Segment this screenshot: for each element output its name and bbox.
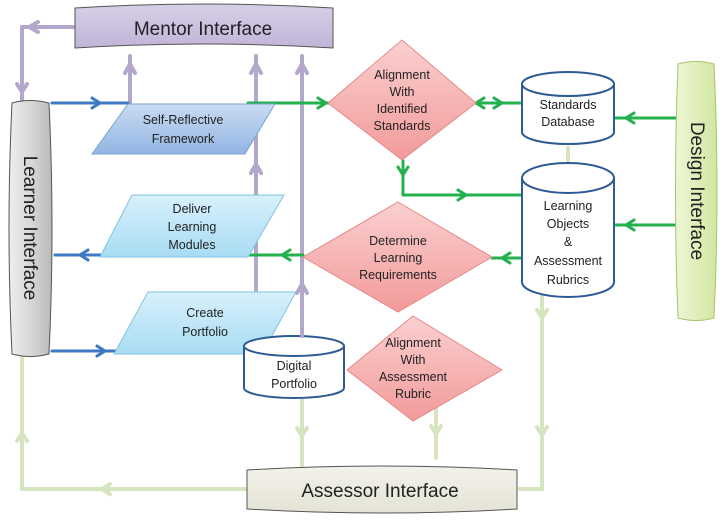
mentor-interface-label: Mentor Interface	[134, 19, 272, 40]
decision-shape	[346, 315, 503, 422]
arrow-down-icon	[396, 165, 410, 177]
database-digital-portfolio[interactable]: Digital Portfolio	[243, 335, 345, 399]
process-self-reflective-framework[interactable]: Self-Reflective Framework	[91, 103, 276, 155]
arrow-up-icon	[123, 62, 137, 75]
arrow-left-icon	[624, 111, 636, 125]
process-shape	[99, 194, 285, 258]
cylinder-top	[243, 335, 345, 357]
arrow-right-icon	[316, 96, 328, 110]
objects-to-assessor-connector	[518, 293, 544, 491]
database-label-line: Database	[541, 115, 595, 129]
decision-label-line: Alignment	[374, 68, 430, 82]
arrow-right-icon	[90, 96, 102, 110]
decision-label-line: Assessment	[379, 370, 448, 384]
arrow-left-icon	[500, 251, 512, 265]
arrow-up-icon	[15, 431, 29, 443]
assessor-interface-label: Assessor Interface	[301, 481, 458, 502]
decision-determine-learning-requirements[interactable]: Determine Learning Requirements	[302, 201, 493, 313]
database-label-line: Digital	[277, 359, 312, 373]
arrow-right-icon	[95, 344, 107, 358]
design-interface-label: Design Interface	[686, 122, 707, 260]
arrow-down-icon	[535, 308, 549, 437]
mentor-interface[interactable]: Mentor Interface	[74, 3, 334, 49]
arrow-up-icon	[249, 62, 263, 75]
learner-flows	[50, 96, 130, 358]
decision-shape	[327, 39, 477, 161]
arrow-up-icon	[295, 282, 309, 295]
learner-interface-shape	[8, 100, 53, 357]
mentor-flows	[15, 20, 309, 340]
mentor-to-learner-connector	[20, 25, 75, 104]
decision-label-line: With	[390, 85, 415, 99]
design-interface[interactable]: Design Interface	[675, 61, 718, 321]
process-deliver-learning-modules[interactable]: Deliver Learning Modules	[99, 194, 285, 258]
arrow-left-icon	[78, 248, 90, 262]
decision-label-line: Alignment	[385, 336, 441, 350]
cylinder-body	[521, 84, 615, 145]
arrow-left-icon	[100, 482, 112, 496]
process-shape	[91, 103, 276, 155]
arrow-left-icon	[280, 248, 292, 262]
cylinder-top	[521, 71, 615, 97]
process-label-line: Deliver	[173, 202, 212, 216]
decision-label-line: Learning	[374, 251, 423, 265]
process-create-portfolio[interactable]: Create Portfolio	[113, 291, 297, 355]
arrow-down-icon	[295, 426, 309, 438]
process-label-line: Create	[186, 306, 224, 320]
database-learning-objects[interactable]: Learning Objects & Assessment Rubrics	[521, 162, 615, 298]
cylinder-top	[521, 162, 615, 194]
decision-label-line: With	[401, 353, 426, 367]
decision-label-line: Requirements	[359, 268, 437, 282]
alignment-to-objects-connector	[401, 159, 522, 197]
decision-label-line: Identified	[377, 102, 428, 116]
database-label-line: Portfolio	[271, 377, 317, 391]
database-label-line: Learning	[544, 199, 593, 213]
database-label-line: Objects	[547, 217, 589, 231]
decision-alignment-with-identified-standards[interactable]: Alignment With Identified Standards	[327, 39, 477, 161]
arrow-right-icon	[456, 188, 468, 202]
decision-alignment-with-assessment-rubric[interactable]: Alignment With Assessment Rubric	[346, 315, 503, 422]
learner-interface-label: Learner Interface	[19, 156, 40, 301]
decision-label-line: Rubric	[395, 387, 431, 401]
database-label-line: Standards	[540, 98, 597, 112]
design-flows	[246, 96, 680, 265]
process-label-line: Modules	[168, 238, 215, 252]
mentor-interface-shape	[74, 3, 334, 49]
arrow-up-icon	[295, 62, 309, 75]
decision-shape	[302, 201, 493, 313]
assessor-flows	[15, 146, 570, 496]
arrow-left-icon	[27, 20, 40, 34]
database-label-line: Rubrics	[547, 273, 589, 287]
arrow-left-icon	[624, 218, 636, 232]
process-label-line: Self-Reflective	[143, 113, 224, 127]
process-label-line: Portfolio	[182, 325, 228, 339]
database-label-line: &	[564, 235, 573, 249]
arrow-down-icon	[15, 82, 29, 94]
decision-label-line: Standards	[374, 119, 431, 133]
process-label-line: Learning	[168, 220, 217, 234]
cylinder-body	[521, 178, 615, 298]
arrow-down-icon	[429, 424, 443, 436]
assessor-interface-shape	[246, 465, 518, 514]
arrow-up-icon	[249, 162, 263, 175]
process-label-line: Framework	[152, 132, 215, 146]
database-standards[interactable]: Standards Database	[521, 71, 615, 145]
assessor-to-learner-connector	[20, 354, 248, 491]
design-interface-shape	[675, 61, 718, 321]
assessor-interface[interactable]: Assessor Interface	[246, 465, 518, 514]
learner-interface[interactable]: Learner Interface	[8, 100, 53, 357]
decision-label-line: Determine	[369, 234, 427, 248]
cylinder-body	[243, 346, 345, 399]
database-label-line: Assessment	[534, 254, 603, 268]
